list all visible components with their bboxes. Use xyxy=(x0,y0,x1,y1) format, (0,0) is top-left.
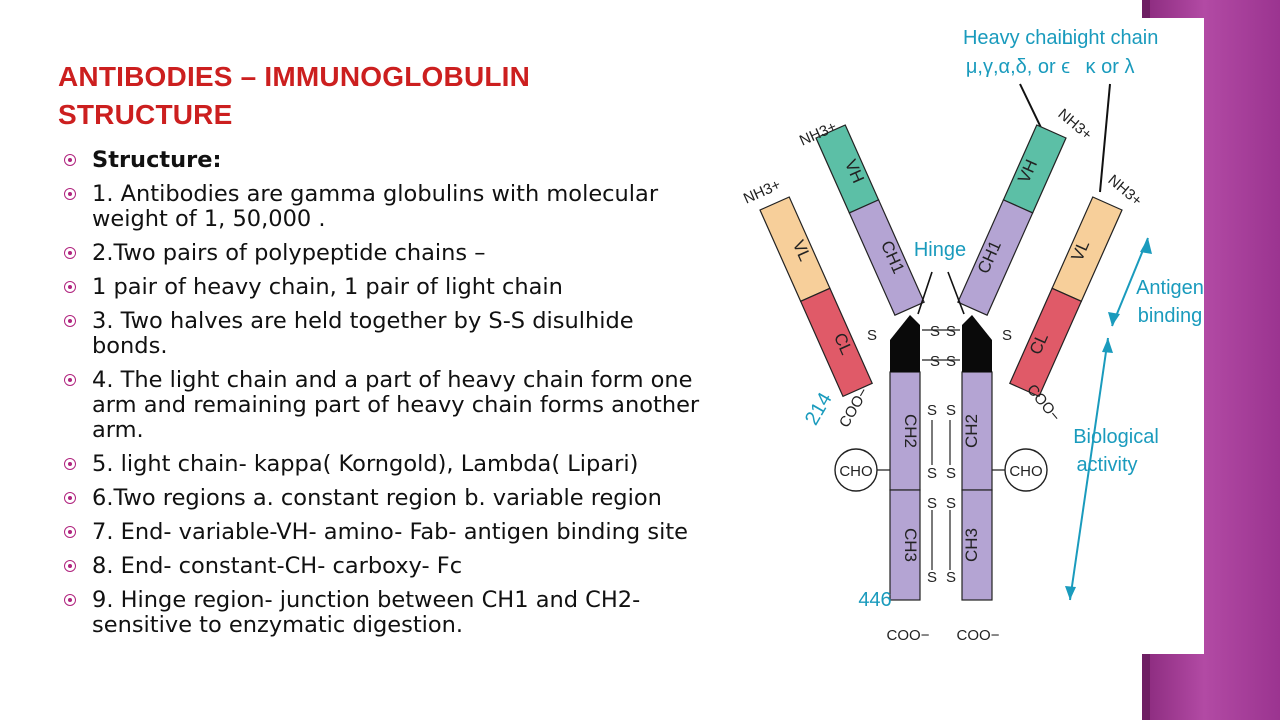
list-item: 6.Two regions a. constant region b. vari… xyxy=(62,486,712,511)
bullet-icon xyxy=(64,247,76,259)
light-chain-pointer xyxy=(1099,83,1111,193)
ss-bond-2a: S xyxy=(930,353,940,370)
hinge-label: Hinge xyxy=(914,239,966,261)
list-item: 2.Two pairs of polypeptide chains – xyxy=(62,241,712,266)
ch2-left-label: CH2 xyxy=(901,414,920,448)
ss-bond-4a: S xyxy=(927,465,937,482)
light-chain-types: κ or λ xyxy=(1086,56,1135,78)
residue-214-label: 214 xyxy=(801,389,837,429)
list-item: 9. Hinge region- junction between CH1 an… xyxy=(62,588,712,638)
ss-bond-1b: S xyxy=(946,323,956,340)
slide-title: ANTIBODIES – IMMUNOGLOBULIN STRUCTURE xyxy=(58,58,678,134)
list-item: 8. End- constant-CH- carboxy- Fc xyxy=(62,554,712,579)
list-item: 3. Two halves are held together by S-S d… xyxy=(62,309,712,359)
ch1-right-domain xyxy=(957,199,1034,317)
antigen-binding-arrow xyxy=(1111,237,1149,327)
content-panel-edge xyxy=(1142,18,1204,654)
ss-bond-4b: S xyxy=(946,465,956,482)
list-item: Structure: xyxy=(62,148,712,173)
bullet-icon xyxy=(64,458,76,470)
ch3-right-domain xyxy=(961,489,993,601)
list-item: 1. Antibodies are gamma globulins with m… xyxy=(62,182,712,232)
bullet-icon xyxy=(64,188,76,200)
bullet-icon xyxy=(64,560,76,572)
ss-bond-5a: S xyxy=(927,495,937,512)
cho-left-circle xyxy=(834,448,878,492)
cl-right-domain xyxy=(1009,287,1083,398)
bullet-icon xyxy=(64,315,76,327)
bullet-icon xyxy=(64,374,76,386)
ss-bond-light-left: S xyxy=(867,327,877,344)
bio-label-2: activity xyxy=(1076,454,1137,476)
hinge-left xyxy=(890,315,920,372)
cho-right-label: CHO xyxy=(1009,463,1042,480)
antibody-structure-diagram: Heavy chain μ,γ,α,δ, or ϵ Light chain κ … xyxy=(741,27,1204,644)
ch3-left-domain xyxy=(889,489,921,601)
list-item: 5. light chain- kappa( Korngold), Lambda… xyxy=(62,452,712,477)
coo-heavy-right: COO− xyxy=(957,627,1000,644)
ch2-right-label: CH2 xyxy=(962,414,981,448)
ss-bond-2b: S xyxy=(946,353,956,370)
bullet-icon xyxy=(64,594,76,606)
ss-bond-3a: S xyxy=(927,402,937,419)
cl-left-domain xyxy=(799,287,873,398)
heavy-chain-types: μ,γ,α,δ, or ϵ xyxy=(966,56,1070,78)
light-chain-label: Light chain xyxy=(1062,27,1159,49)
cho-right-circle xyxy=(1004,448,1048,492)
antigen-label-1: Antigen xyxy=(1136,277,1204,299)
ch3-right-label: CH3 xyxy=(962,528,981,562)
bullet-icon xyxy=(64,154,76,166)
ss-bond-1a: S xyxy=(930,323,940,340)
list-item: 7. End- variable-VH- amino- Fab- antigen… xyxy=(62,520,712,545)
bullet-icon xyxy=(64,281,76,293)
residue-446-label: 446 xyxy=(858,589,891,611)
ss-bond-3b: S xyxy=(946,402,956,419)
hinge-right xyxy=(962,315,992,372)
bullet-list: Structure: 1. Antibodies are gamma globu… xyxy=(62,148,712,647)
ch3-left-label: CH3 xyxy=(901,528,920,562)
heavy-chain-label: Heavy chain xyxy=(963,27,1073,49)
nh3-light-right: NH3+ xyxy=(1105,172,1146,210)
bio-label-1: Biological xyxy=(1073,426,1159,448)
list-item: 1 pair of heavy chain, 1 pair of light c… xyxy=(62,275,712,300)
antigen-label-2: binding xyxy=(1138,305,1203,327)
coo-heavy-left: COO− xyxy=(887,627,930,644)
ch1-left-domain xyxy=(848,199,925,317)
list-item: 4. The light chain and a part of heavy c… xyxy=(62,368,712,443)
title-line-2: STRUCTURE xyxy=(58,99,233,130)
cho-left-label: CHO xyxy=(839,463,872,480)
coo-light-right: COO− xyxy=(1023,381,1064,425)
title-line-1: ANTIBODIES – IMMUNOGLOBULIN xyxy=(58,61,531,92)
ss-bond-6a: S xyxy=(927,569,937,586)
biological-activity-arrow xyxy=(1069,337,1109,601)
bullet-icon xyxy=(64,492,76,504)
ss-bond-5b: S xyxy=(946,495,956,512)
bullet-icon xyxy=(64,526,76,538)
ss-bond-6b: S xyxy=(946,569,956,586)
ss-bond-light-right: S xyxy=(1002,327,1012,344)
